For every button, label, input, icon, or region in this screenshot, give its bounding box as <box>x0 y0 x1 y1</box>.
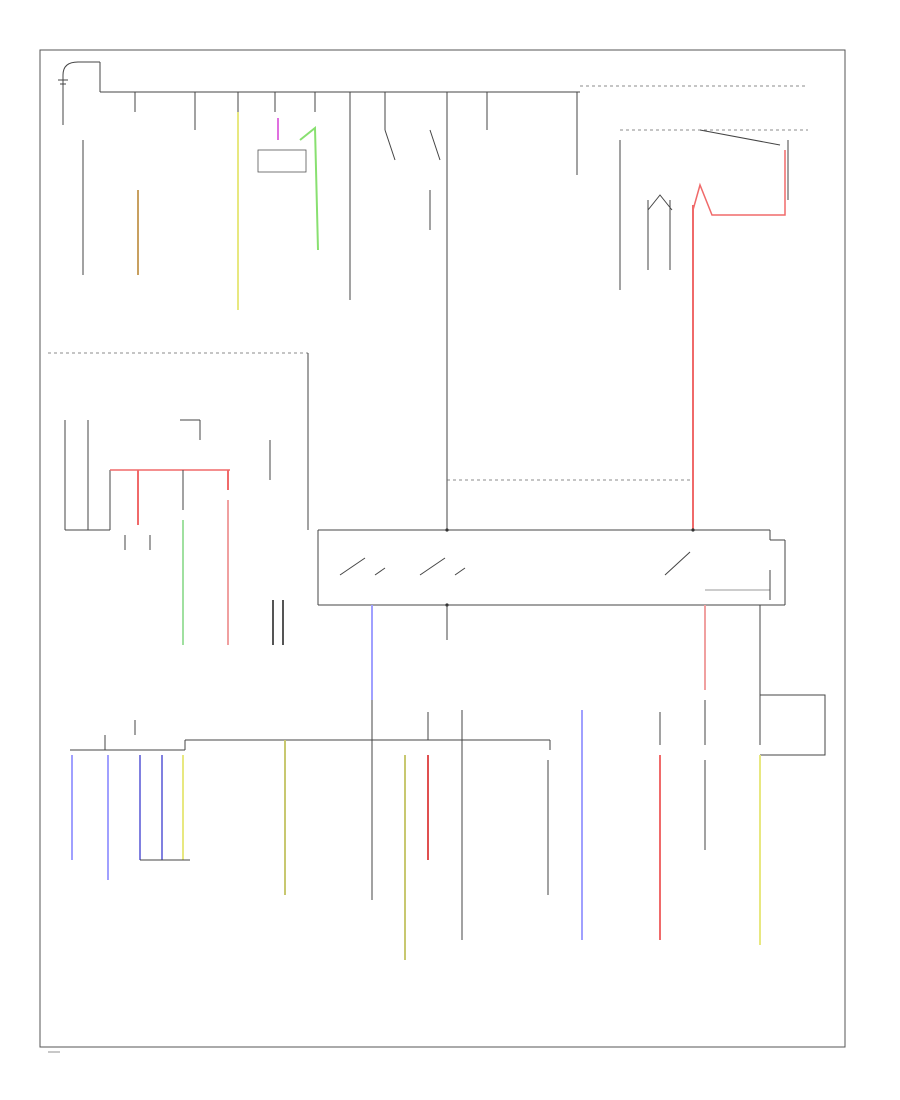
battery-symbol <box>58 61 100 125</box>
lower-fuse-markers <box>427 700 761 745</box>
wire-red-main-feed <box>692 150 786 216</box>
wire-green-1 <box>299 125 319 251</box>
right-top-components <box>576 129 789 290</box>
ignition-switch <box>317 528 786 607</box>
right-branch <box>760 694 826 756</box>
lower-power-bus <box>70 700 551 751</box>
fuse-drops <box>134 92 578 530</box>
relay-box <box>257 149 307 173</box>
diagram-border <box>39 49 846 1048</box>
top-power-bus <box>99 62 808 131</box>
small-switch-group <box>384 129 441 230</box>
headlamp-circuit <box>64 419 271 550</box>
